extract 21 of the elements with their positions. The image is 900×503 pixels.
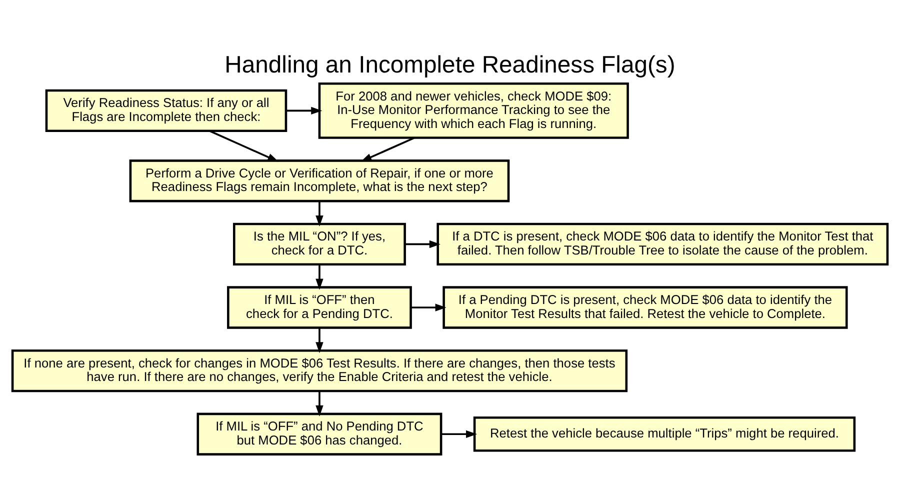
arrow xyxy=(441,430,478,438)
node-box: If none are present, check for changes in MODE $06 Test Results. If there are changes, then those tests have run. If there are no changes, verify the Enable Criteria and retest the vehicle. xyxy=(11,349,628,392)
arrow xyxy=(411,303,446,311)
arrow xyxy=(316,327,324,353)
node-box: If MIL is “OFF” then check for a Pending DTC. xyxy=(227,286,412,328)
arrow xyxy=(316,264,324,290)
node-box: Verify Readiness Status: If any or all Flags are Incomplete then check: xyxy=(45,88,288,132)
arrow xyxy=(286,106,322,114)
diagram-title: Handling an Incomplete Readiness Flag(s) xyxy=(224,50,676,78)
arrow xyxy=(360,136,415,162)
arrow xyxy=(404,240,440,248)
node-box: Retest the vehicle because multiple “Trips” might be required. xyxy=(473,416,856,452)
node-box: For 2008 and newer vehicles, check MODE $09: In-Use Monitor Performance Tracking to see the Frequency with which each Flag is running. xyxy=(318,82,629,138)
arrow xyxy=(209,130,279,162)
arrow xyxy=(316,390,324,416)
node-box: If a Pending DTC is present, check MODE $06 data to identify the Monitor Test Results that failed. Retest the vehicle to Complete. xyxy=(442,286,848,328)
node-box: Perform a Drive Cycle or Verification of Repair, if one or more Readiness Flags remain Incomplete, what is the next step? xyxy=(129,159,510,202)
node-box: Is the MIL “ON”? If yes, check for a DTC. xyxy=(232,222,406,266)
arrow xyxy=(316,200,324,226)
node-box: If MIL is “OFF” and No Pending DTC but MODE $06 has changed. xyxy=(196,412,442,455)
node-box: If a DTC is present, check MODE $06 data to identify the Monitor Test that failed. Then follow TSB/Trouble Tree to isolate the cause of the problem. xyxy=(436,222,889,266)
